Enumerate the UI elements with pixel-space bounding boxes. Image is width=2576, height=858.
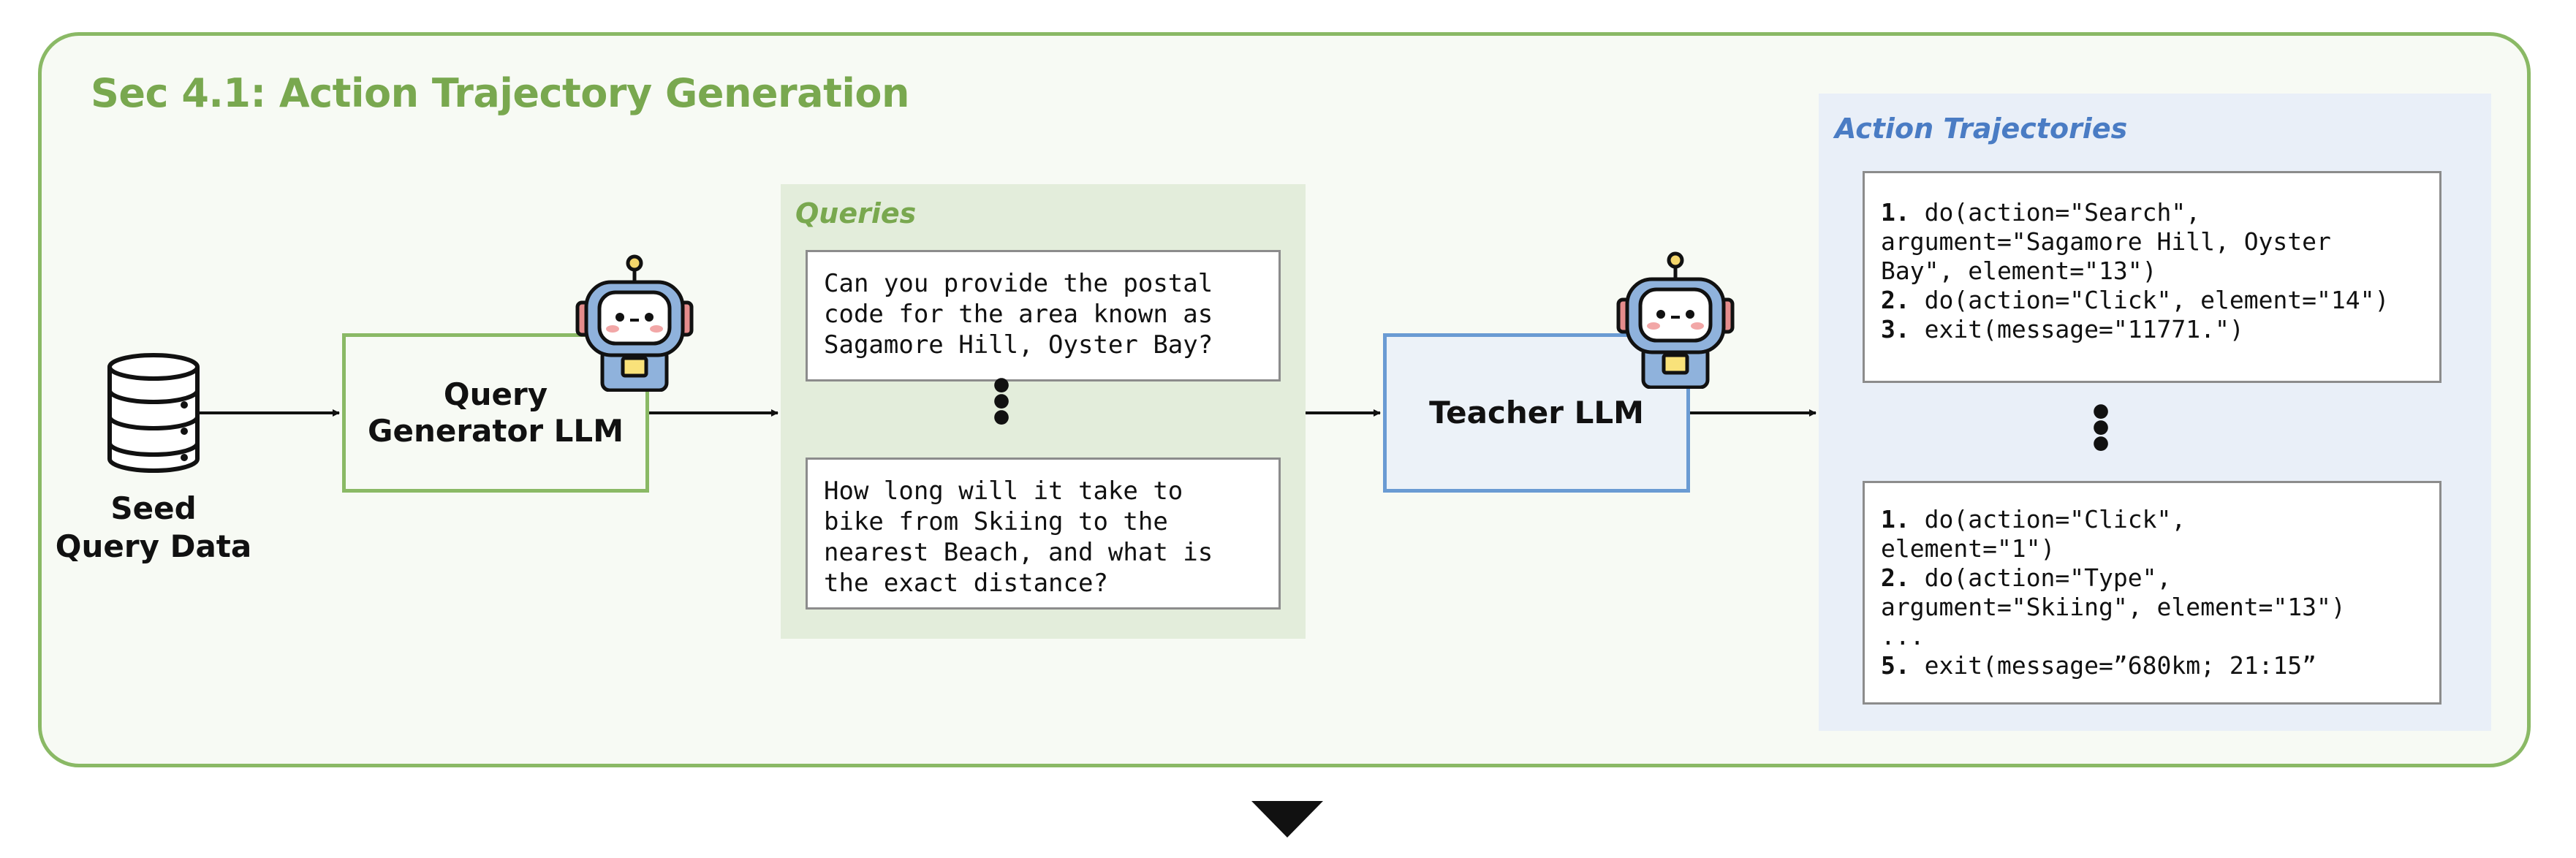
- trajectory-step: 2. do(action="Click", element="14"): [1881, 286, 2390, 314]
- trajectory-step: Bay", element="13"): [1881, 257, 2157, 285]
- robot-icon: [575, 254, 694, 392]
- trajectory-card: 1. do(action="Search", argument="Sagamor…: [1863, 171, 2441, 383]
- trajectory-step: ...: [1881, 622, 1925, 650]
- query-text-line: nearest Beach, and what is: [824, 538, 1213, 567]
- query-card: Can you provide the postal code for the …: [806, 250, 1281, 381]
- query-generator-box: Query Generator LLM: [342, 333, 649, 493]
- trajectory-step: element="1"): [1881, 534, 2056, 563]
- trajectories-title: Action Trajectories: [1835, 113, 2128, 145]
- queries-ellipsis: •••: [988, 363, 1015, 443]
- query-text-line: Sagamore Hill, Oyster Bay?: [824, 330, 1213, 360]
- trajectory-step: 5. exit(message=”680km; 21:15”: [1881, 651, 2317, 680]
- queries-title: Queries: [795, 197, 917, 229]
- queries-panel: Queries Can you provide the postal code …: [781, 184, 1306, 639]
- seed-label-line1: Seed: [110, 490, 197, 526]
- seed-query-label: Seed Query Data: [44, 490, 263, 566]
- trajectories-ellipsis: •••: [2088, 390, 2114, 469]
- query-generator-label-line2: Generator LLM: [368, 413, 624, 449]
- query-text-line: the exact distance?: [824, 569, 1108, 598]
- trajectory-step: argument="Sagamore Hill, Oyster: [1881, 227, 2331, 256]
- trajectory-step: 2. do(action="Type",: [1881, 563, 2172, 592]
- trajectory-step: 1. do(action="Search",: [1881, 198, 2201, 227]
- query-generator-label-line1: Query: [443, 376, 548, 412]
- seed-label-line2: Query Data: [55, 528, 252, 564]
- teacher-llm-label: Teacher LLM: [1429, 395, 1644, 430]
- down-triangle-icon: [1251, 801, 1323, 838]
- query-text-line: How long will it take to: [824, 477, 1183, 506]
- query-text-line: bike from Skiing to the: [824, 507, 1168, 536]
- query-card: How long will it take to bike from Skiin…: [806, 458, 1281, 610]
- query-text-line: code for the area known as: [824, 300, 1213, 329]
- trajectory-card: 1. do(action="Click", element="1") 2. do…: [1863, 481, 2441, 705]
- trajectory-step: 1. do(action="Click",: [1881, 505, 2186, 534]
- trajectory-step: argument="Skiing", element="13"): [1881, 593, 2346, 621]
- trajectory-step: 3. exit(message="11771."): [1881, 315, 2244, 343]
- teacher-llm-box: Teacher LLM: [1383, 333, 1690, 493]
- trajectories-panel: Action Trajectories 1. do(action="Search…: [1819, 94, 2491, 731]
- database-icon: [107, 353, 200, 473]
- query-text-line: Can you provide the postal: [824, 269, 1213, 298]
- section-title: Sec 4.1: Action Trajectory Generation: [91, 70, 909, 116]
- robot-icon: [1616, 251, 1735, 389]
